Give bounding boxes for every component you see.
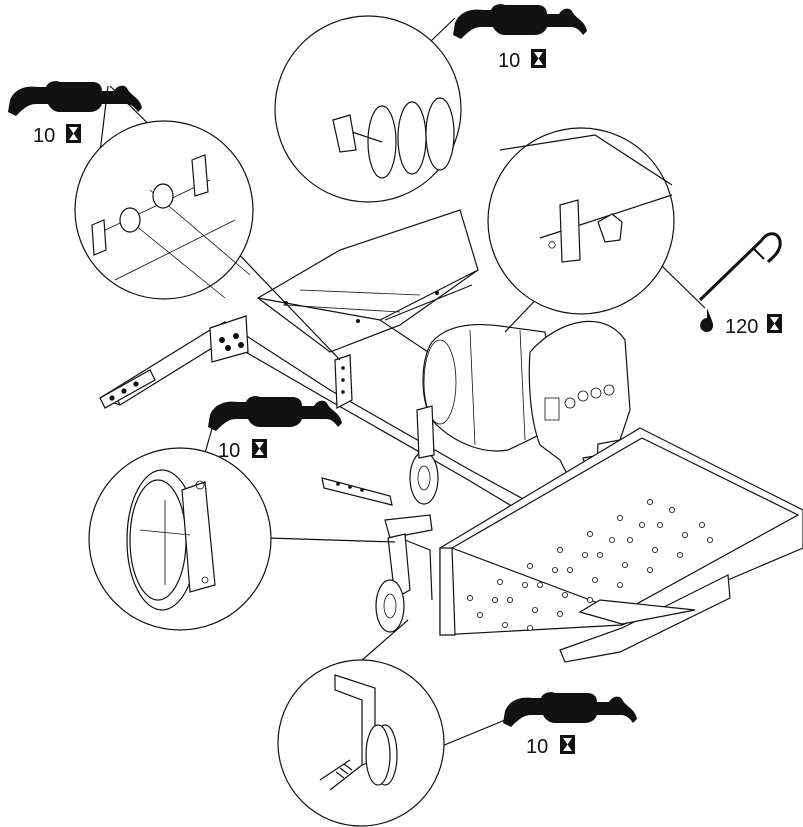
callout-grease-top-center: 10 xyxy=(453,4,587,72)
main-machine xyxy=(98,209,803,663)
detail-circle-middle-left xyxy=(88,447,272,631)
callout-interval-label: 10 xyxy=(498,50,520,72)
callout-grease-bottom: 10 xyxy=(503,692,637,758)
hourglass-icon xyxy=(767,314,782,333)
tray-perforations xyxy=(466,498,714,632)
grease-gun-icon xyxy=(8,81,142,116)
detail-circle-top-right xyxy=(487,127,675,315)
hourglass-icon xyxy=(531,49,546,68)
grease-gun-icon xyxy=(453,4,587,39)
callout-interval-label: 10 xyxy=(33,125,55,147)
grease-gun-icon xyxy=(208,396,342,431)
detail-circle-top-left xyxy=(74,120,254,300)
hourglass-icon xyxy=(560,735,575,754)
hourglass-icon xyxy=(252,439,267,458)
callout-interval-label: 10 xyxy=(218,440,240,462)
hourglass-icon xyxy=(66,124,81,143)
callout-grease-top-left: 10 xyxy=(8,81,142,147)
detail-circle-top-center xyxy=(274,15,462,203)
callout-interval-label: 10 xyxy=(526,736,548,758)
callout-oil-right: 120 xyxy=(698,232,782,338)
oil-can-icon xyxy=(698,232,782,332)
callout-grease-middle-left: 10 xyxy=(208,396,342,462)
detail-circle-bottom xyxy=(277,659,445,827)
grease-gun-icon xyxy=(503,692,637,727)
callout-interval-label: 120 xyxy=(725,316,758,338)
